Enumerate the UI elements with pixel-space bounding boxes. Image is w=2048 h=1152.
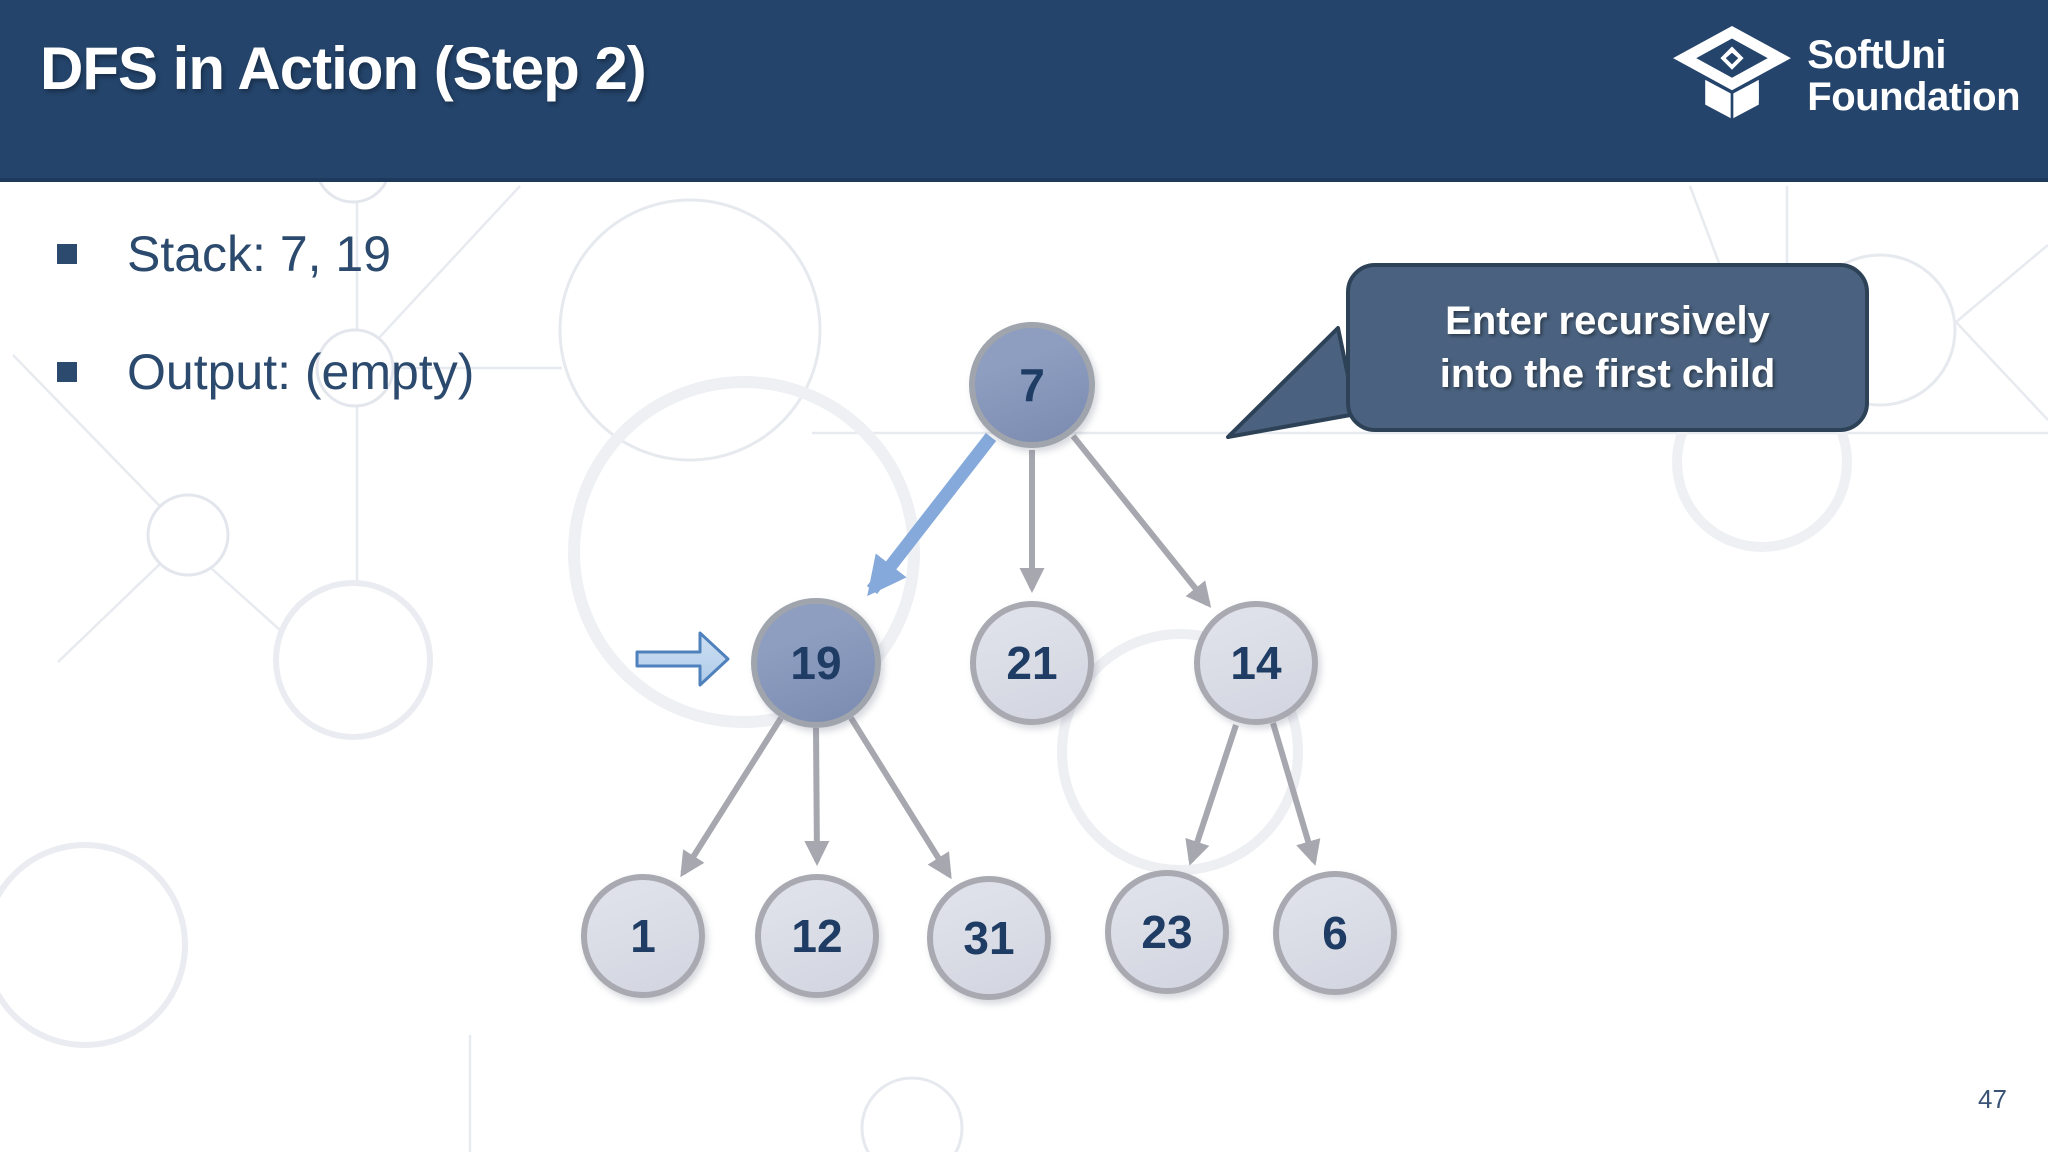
logo-text: SoftUni Foundation <box>1807 34 2020 118</box>
tree-node-31: 31 <box>927 876 1051 1000</box>
bullet-list: Stack: 7, 19 Output: (empty) <box>57 218 474 454</box>
node-value: 19 <box>790 637 842 689</box>
logo-line1: SoftUni <box>1807 33 1946 77</box>
callout-line2: into the first child <box>1439 351 1776 396</box>
edge-19-12 <box>804 727 830 867</box>
edge-14-23 <box>1185 724 1239 866</box>
tree-node-1: 1 <box>581 874 705 998</box>
bullet-item-stack: Stack: 7, 19 <box>57 218 474 290</box>
tree-node-23: 23 <box>1105 870 1229 994</box>
callout-line1: Enter recursively <box>1445 298 1770 343</box>
node-value: 31 <box>963 912 1015 964</box>
output-state-label: Output: (empty) <box>127 344 475 400</box>
edge-7-14 <box>1070 434 1212 608</box>
callout-text: Enter recursively into the first child <box>1348 265 1867 430</box>
node-value: 12 <box>791 910 843 962</box>
graduation-cap-icon <box>1673 26 1792 119</box>
current-node-pointer-icon <box>635 631 730 687</box>
tree-node-21: 21 <box>970 601 1094 725</box>
edge-7-19-highlighted <box>866 433 997 597</box>
edge-14-6 <box>1270 722 1321 866</box>
edge-19-31 <box>848 716 952 880</box>
page-title: DFS in Action (Step 2) <box>40 35 647 102</box>
softuni-logo: SoftUni Foundation <box>1673 26 2020 126</box>
edge-19-1 <box>680 716 784 878</box>
bullet-square-icon <box>57 244 77 264</box>
node-value: 6 <box>1322 907 1348 959</box>
node-value: 23 <box>1141 906 1193 958</box>
callout-bubble <box>1226 263 1869 439</box>
tree-node-7: 7 <box>969 322 1095 448</box>
node-value: 7 <box>1019 359 1045 411</box>
node-value: 21 <box>1006 637 1058 689</box>
bullet-item-output: Output: (empty) <box>57 336 474 408</box>
tree-node-19: 19 <box>751 598 881 728</box>
tree-edges <box>680 434 1321 880</box>
node-value: 1 <box>630 910 656 962</box>
tree-node-6: 6 <box>1273 871 1397 995</box>
page-number: 47 <box>1978 1084 2007 1114</box>
logo-line2: Foundation <box>1807 75 2020 119</box>
stack-state-label: Stack: 7, 19 <box>127 226 392 282</box>
bullet-square-icon <box>57 362 77 382</box>
tree-node-12: 12 <box>755 874 879 998</box>
node-value: 14 <box>1230 637 1282 689</box>
tree-node-14: 14 <box>1194 601 1318 725</box>
